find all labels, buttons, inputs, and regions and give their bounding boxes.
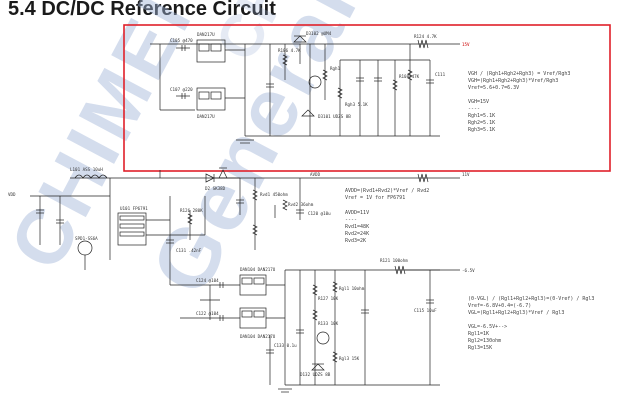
- vgl-res-label: R121 100ohm: [380, 258, 408, 263]
- avdd-res-label: Rvd1 450ohm: [260, 192, 288, 197]
- avdd-formula-line: Rvd1=48K: [345, 224, 369, 230]
- vgh-diode-label: D3102 @UM4: [306, 31, 332, 36]
- vgh-formula-line: ----: [468, 106, 480, 112]
- vgh-diode-label: D3101 UDZS 8B: [318, 114, 351, 119]
- vgh-res-label: Rgh3 5.1K: [345, 102, 368, 107]
- avdd-fet-label: SPD1-SS6A: [75, 236, 98, 241]
- vgl-res-label: Rgl3 15K: [339, 356, 360, 361]
- vgl-formula-line: Rgl2=130ohm: [468, 338, 501, 344]
- vgl-ic-label: DAN104 DAN217U: [240, 334, 276, 339]
- vgh-formula-line: Rgh1=5.1K: [468, 113, 495, 119]
- vgl-formula-line: VGL=-6.5V+-->: [468, 324, 507, 330]
- vgl-cap-label: C124 @104: [196, 278, 219, 283]
- vgl-block: [170, 265, 460, 393]
- vgh-formula-line: Rgh3=5.1K: [468, 127, 495, 133]
- vgl-formula-line: Rgl1=1K: [468, 331, 489, 337]
- vgh-cap-label: C107 @220: [170, 87, 193, 92]
- avdd-formula-line: ----: [345, 217, 357, 223]
- vgl-res-label: R133 10K: [318, 321, 339, 326]
- vgh-cap-label: C105 @470: [170, 38, 193, 43]
- avdd-formula-line: AVDD=(Rvd1+Rvd2)*Vref / Rvd2: [345, 188, 429, 194]
- vgl-res-label: R127 10K: [318, 296, 339, 301]
- avdd-formula-line: Rvd2=24K: [345, 231, 369, 237]
- vgh-diode-array-1: [196, 39, 226, 63]
- avdd-ic-label: U101 FP6791: [120, 206, 148, 211]
- avdd-inductor-label: L101 ASS 10uH: [70, 167, 103, 172]
- vgl-cap-label: C133 0.1u: [274, 343, 297, 348]
- vgh-ic-label: DAN217U: [197, 114, 215, 119]
- vgh-formula-line: VGH=15V: [468, 99, 489, 105]
- watermark: CHIMEI General CHIMEI: [0, 0, 376, 308]
- avdd-output-label: 11V: [462, 172, 470, 177]
- vgh-formula: VGH / (Rgh1+Rgh2+Rgh3) = Vref/Rgh3 VGH=(…: [468, 71, 570, 133]
- vgh-res-label: R106 4.7K: [278, 48, 301, 53]
- vgl-formula-line: (0-VGL) / (Rgl1+Rgl2+Rgl3)=(0-Vref) / Rg…: [468, 296, 594, 302]
- vgh-formula-line: VGH=(Rgh1+Rgh2+Rgh3)*Vref/Rgh3: [468, 78, 558, 84]
- avdd-formula-line: Rvd3=2K: [345, 238, 366, 244]
- vgl-formula-line: Rgl3=15K: [468, 345, 492, 351]
- avdd-diode-label: D2 SK38D: [205, 186, 226, 191]
- avdd-labels: VDD L101 ASS 10uH U101 FP6791 SPD1-SS6A …: [8, 167, 470, 253]
- vgh-res-label: Rgh1: [330, 66, 341, 71]
- vgh-ic-label: DAN217U: [197, 32, 215, 37]
- vgl-formula-line: VGL=(Rgl1+Rgl2+Rgl3)*Vref / Rgl3: [468, 310, 564, 316]
- avdd-cap-label: C120 @10u: [308, 211, 331, 216]
- vgh-formula-line: Vref=5.6+0.7=6.3V: [468, 85, 519, 91]
- avdd-cap-label: C131 .42nF: [176, 248, 202, 253]
- vgh-block: [150, 35, 460, 144]
- avdd-res-label: R126 280K: [180, 208, 203, 213]
- vgl-formula-line: Vref=-6.8V+0.4=(-6.7): [468, 303, 531, 309]
- avdd-formula: AVDD=(Rvd1+Rvd2)*Vref / Rvd2 Vref = 1V f…: [345, 188, 429, 244]
- vgh-formula-line: Rgh2=5.1K: [468, 120, 495, 126]
- vgl-cap-label: C122 @104: [196, 311, 219, 316]
- vgl-diode-label: D132 UDZS 8B: [300, 372, 331, 377]
- vgl-formula: (0-VGL) / (Rgl1+Rgl2+Rgl3)=(0-Vref) / Rg…: [468, 296, 594, 351]
- vgh-res-label: R124 4.7K: [414, 34, 437, 39]
- vgh-cap-label: C111: [435, 72, 446, 77]
- vgh-formula-line: VGH / (Rgh1+Rgh2+Rgh3) = Vref/Rgh3: [468, 71, 570, 77]
- avdd-formula-line: Vref = 1V for FP6791: [345, 195, 405, 201]
- page-title: 5.4 DC/DC Reference Circuit: [8, 0, 276, 20]
- vgl-labels: DAN104 DAN217U DAN104 DAN217U C124 @104 …: [196, 258, 475, 377]
- vgh-highlight-frame: [123, 24, 611, 172]
- vdd-input-label: VDD: [8, 192, 16, 197]
- vgl-res-label: Rgl1 10ohm: [339, 286, 365, 291]
- avdd-block: [30, 167, 460, 285]
- vgh-output-label: 15V: [462, 42, 470, 47]
- avdd-node-label: AVDD: [310, 172, 321, 177]
- avdd-res-label: Rvd2 36ohm: [288, 202, 314, 207]
- vgl-ic-label: DAN104 DAN217U: [240, 267, 276, 272]
- vgl-output-label: -6.5V: [462, 268, 475, 273]
- avdd-formula-line: AVDD=11V: [345, 210, 369, 216]
- vgh-labels: C105 @470 C107 @220 DAN217U DAN217U R106…: [170, 31, 470, 119]
- vgh-res-label: R108 47K: [399, 74, 420, 79]
- avdd-controller-ic: [117, 212, 147, 246]
- vgl-cap-label: C115 10uF: [414, 308, 437, 313]
- vgh-diode-array-2: [196, 87, 226, 111]
